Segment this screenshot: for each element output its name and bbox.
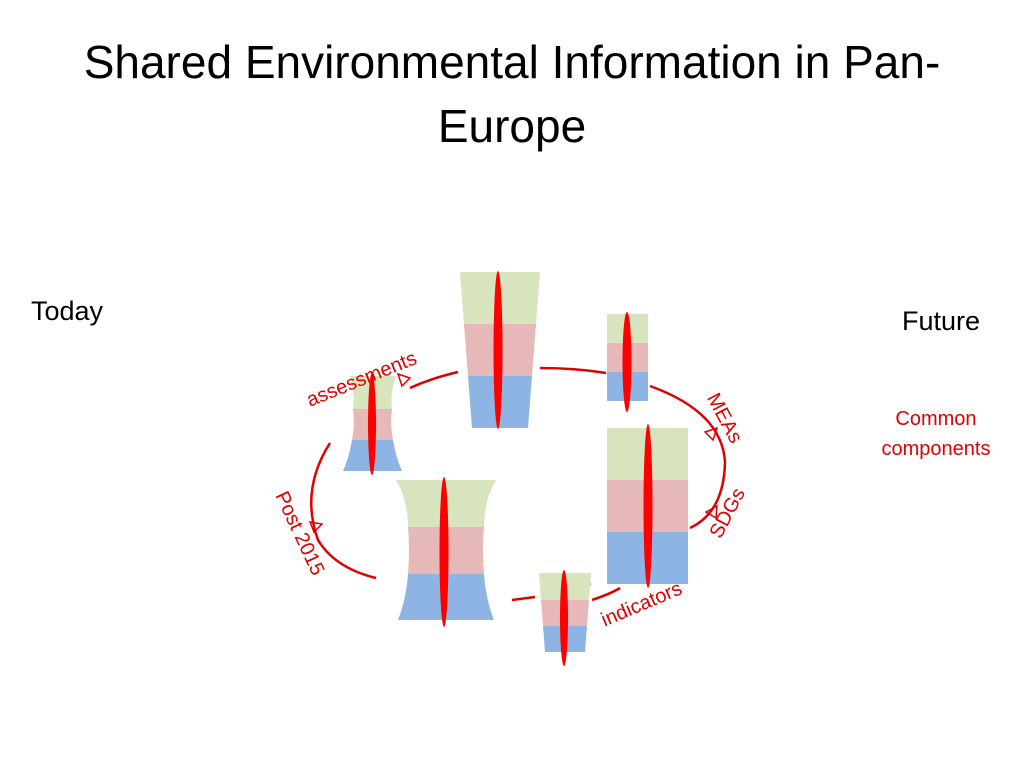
today-label: Today [31, 296, 104, 326]
future-label: Future [902, 306, 981, 336]
arrow-assessments [396, 372, 412, 388]
cycle-arc-right [649, 384, 727, 530]
red-spindle [493, 271, 503, 429]
cycle-arc-bottom [511, 595, 536, 602]
component-block-right [607, 424, 688, 588]
red-spindle [368, 373, 376, 475]
component-block-bottom-left [396, 477, 496, 627]
cycle-arc-top [539, 366, 607, 375]
red-spindle [439, 477, 449, 627]
red-spindle [560, 570, 568, 666]
arrow-meas [703, 426, 719, 442]
component-block-left [343, 373, 402, 475]
arrow-sdgs [704, 504, 718, 520]
label-indicators: indicators [598, 578, 685, 632]
cycle-arc-left [310, 442, 377, 580]
label-sdgs: SDGs [705, 484, 749, 541]
component-block-bottom-center [539, 570, 591, 666]
common-components-label: Common components [881, 408, 991, 460]
component-block-top-center [460, 271, 540, 429]
cycle-arc-bottom-right [591, 586, 621, 602]
red-spindle [622, 312, 632, 412]
label-meas: MEAs [702, 389, 746, 446]
cycle-arc-top-left [409, 370, 459, 390]
slide-title: Shared Environmental Information in Pan-… [83, 36, 941, 152]
label-post2015: Post 2015 [270, 488, 328, 579]
red-spindle [643, 424, 653, 588]
arrow-post2015 [308, 521, 324, 534]
component-block-top-right [607, 312, 648, 412]
cycle-arc [310, 366, 727, 602]
